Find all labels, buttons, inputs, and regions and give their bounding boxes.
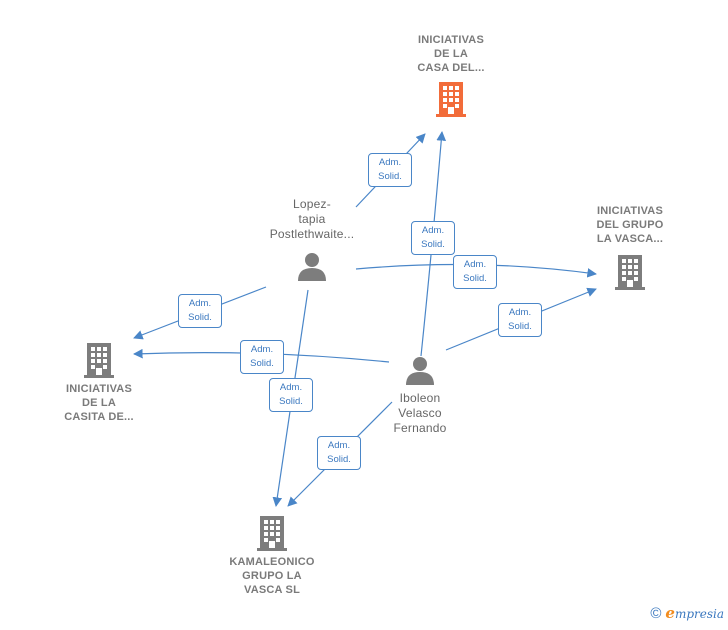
name-line: GRUPO LA — [242, 570, 302, 582]
name-line: DEL GRUPO — [596, 219, 664, 231]
brand-footer[interactable]: © empresia — [650, 604, 724, 622]
edge-label-iboleon-casa[interactable]: Adm. Solid. — [411, 221, 455, 255]
brand-initial: e — [665, 604, 675, 622]
name-line: VASCA SL — [244, 584, 300, 596]
role-line: Adm. — [250, 344, 274, 355]
building-icon — [257, 516, 287, 551]
edge-label-iboleon-casita[interactable]: Adm. Solid. — [240, 340, 284, 374]
name-line: INICIATIVAS — [66, 383, 132, 395]
company-name: INICIATIVAS DE LA CASA DEL... — [398, 33, 504, 75]
person-name: Lopez- tapia Postlethwaite... — [256, 197, 368, 242]
role-line: Solid. — [279, 396, 303, 407]
company-name: KAMALEONICO GRUPO LA VASCA SL — [218, 555, 326, 597]
company-node-casa[interactable]: INICIATIVAS DE LA CASA DEL... — [398, 33, 504, 117]
role-line: Solid. — [508, 321, 532, 332]
role-line: Solid. — [188, 312, 212, 323]
person-icon — [298, 253, 326, 281]
role-line: Adm. — [188, 298, 212, 309]
name-line: Fernando — [393, 421, 447, 435]
role-line: Adm. — [508, 307, 532, 318]
edge-label-lopez-kamaleonico[interactable]: Adm. Solid. — [269, 378, 313, 412]
role-line: Adm. — [279, 382, 303, 393]
role-line: Solid. — [463, 273, 487, 284]
company-node-grupo-vasca[interactable]: INICIATIVAS DEL GRUPO LA VASCA... — [578, 204, 682, 290]
brand-rest: mpresia — [674, 607, 724, 621]
person-node-iboleon[interactable]: Iboleon Velasco Fernando — [364, 355, 476, 436]
edge-label-iboleon-grupo[interactable]: Adm. Solid. — [498, 303, 542, 337]
role-line: Solid. — [378, 171, 402, 182]
edge-label-lopez-grupo[interactable]: Adm. Solid. — [453, 255, 497, 289]
name-line: Lopez- — [293, 197, 331, 211]
role-line: Adm. — [327, 440, 351, 451]
role-line: Adm. — [421, 225, 445, 236]
company-name: INICIATIVAS DE LA CASITA DE... — [46, 382, 152, 424]
name-line: Velasco — [398, 406, 442, 420]
edge-label-lopez-casita[interactable]: Adm. Solid. — [178, 294, 222, 328]
copyright-symbol: © — [650, 604, 662, 622]
role-line: Solid. — [327, 454, 351, 465]
edge-label-lopez-casa[interactable]: Adm. Solid. — [368, 153, 412, 187]
name-line: INICIATIVAS — [597, 205, 663, 217]
name-line: KAMALEONICO — [229, 556, 315, 568]
person-icon — [406, 357, 434, 385]
name-line: LA VASCA... — [596, 233, 664, 245]
name-line: DE LA — [82, 397, 116, 409]
name-line: tapia — [298, 212, 326, 226]
role-line: Adm. — [378, 157, 402, 168]
company-node-kamaleonico[interactable]: KAMALEONICO GRUPO LA VASCA SL — [218, 515, 326, 597]
person-node-lopez[interactable]: Lopez- tapia Postlethwaite... — [256, 197, 368, 281]
name-line: Iboleon — [399, 391, 441, 405]
company-node-casita[interactable]: INICIATIVAS DE LA CASITA DE... — [46, 342, 152, 424]
edge-label-iboleon-kamaleonico[interactable]: Adm. Solid. — [317, 436, 361, 470]
building-icon — [84, 343, 114, 378]
name-line: Postlethwaite... — [269, 227, 355, 241]
name-line: DE LA — [434, 48, 468, 60]
role-line: Adm. — [463, 259, 487, 270]
name-line: CASITA DE... — [64, 411, 134, 423]
name-line: CASA DEL... — [417, 62, 485, 74]
person-name: Iboleon Velasco Fernando — [364, 391, 476, 436]
empresia-logo: empresia — [665, 604, 724, 622]
name-line: INICIATIVAS — [418, 34, 484, 46]
building-icon — [615, 255, 645, 290]
role-line: Solid. — [421, 239, 445, 250]
role-line: Solid. — [250, 358, 274, 369]
building-icon-highlight — [436, 82, 466, 117]
company-name: INICIATIVAS DEL GRUPO LA VASCA... — [578, 204, 682, 246]
